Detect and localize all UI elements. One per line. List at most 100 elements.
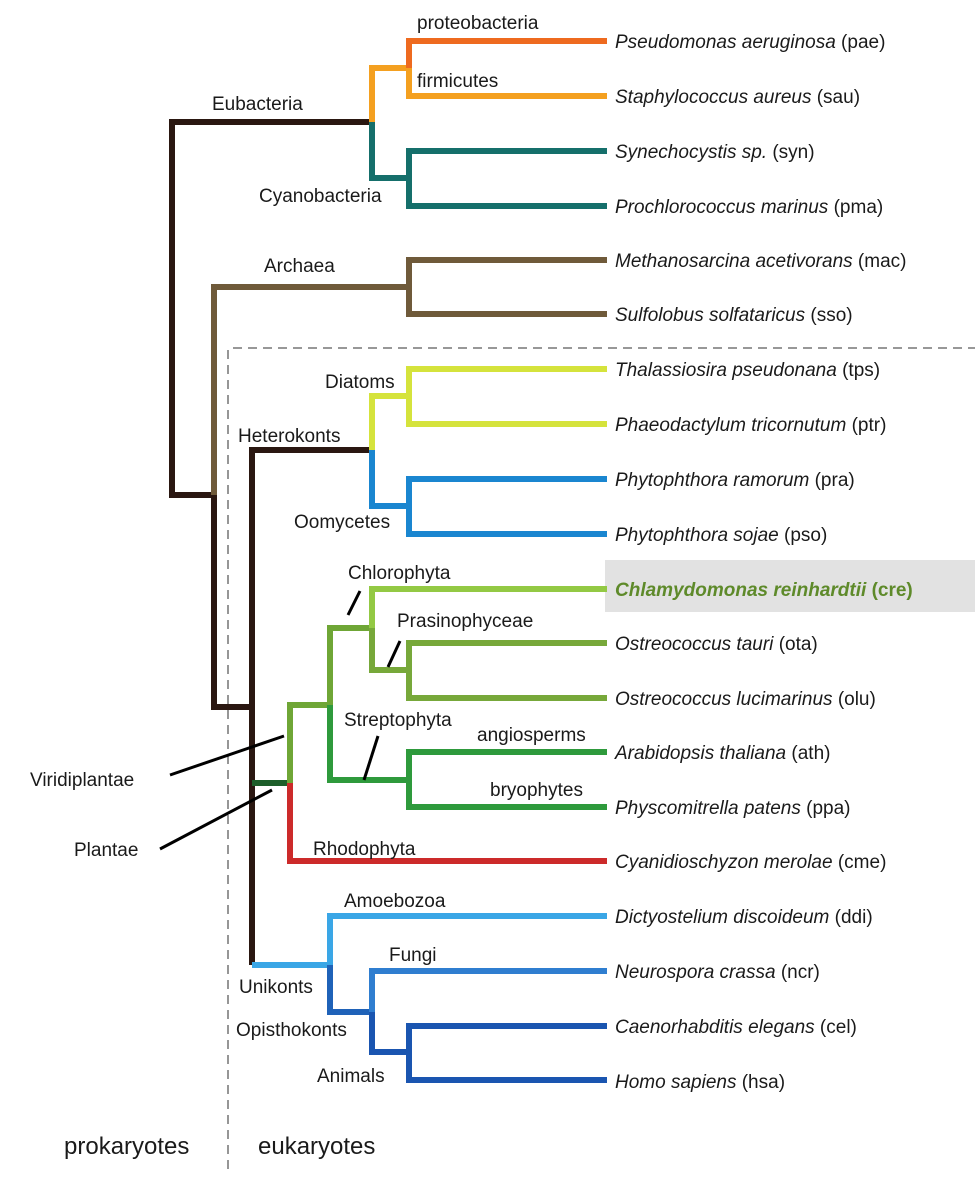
species-code: (syn) (772, 142, 814, 163)
leader-streptophyta (362, 735, 380, 781)
species-name: Caenorhabditis elegans (615, 1017, 815, 1038)
species-label: Ostreococcus lucimarinus (olu) (615, 689, 876, 710)
branch-root-eubacteria (169, 119, 372, 498)
species-name: Prochlorococcus marinus (615, 197, 829, 218)
species-name: Phytophthora ramorum (615, 470, 809, 491)
branch-diatoms-clade (406, 366, 607, 427)
species-label: Phytophthora sojae (pso) (615, 525, 827, 546)
species-label: Methanosarcina acetivorans (mac) (615, 251, 906, 272)
species-label: Phaeodactylum tricornutum (ptr) (615, 415, 886, 436)
branch-viridiplantae-node (327, 625, 372, 705)
species-label: Pseudomonas aeruginosa (pae) (615, 32, 885, 53)
branch-prasinophyceae-clade (406, 640, 607, 701)
species-label: Dictyostelium discoideum (ddi) (615, 907, 873, 928)
species-label: Sulfolobus solfataricus (sso) (615, 305, 853, 326)
branch-animals-clade (406, 1023, 607, 1083)
label-firmicutes: firmicutes (417, 71, 498, 92)
label-bryophytes: bryophytes (490, 780, 583, 801)
branch-streptophyta-stem (327, 705, 409, 783)
species-code: (cme) (838, 852, 887, 873)
branch-rhodophyta (287, 783, 607, 864)
species-code: (ncr) (781, 962, 820, 983)
species-name: Sulfolobus solfataricus (615, 305, 806, 326)
species-code: (ptr) (852, 415, 887, 436)
label-eubacteria: Eubacteria (212, 94, 303, 115)
label-chlorophyta: Chlorophyta (348, 563, 451, 584)
species-name: Chlamydomonas reinhardtii (615, 580, 867, 601)
species-label: Staphylococcus aureus (sau) (615, 87, 860, 108)
branch-animals-stem (369, 1012, 409, 1055)
species-label: Physcomitrella patens (ppa) (615, 798, 851, 819)
branch-root-archaea (211, 495, 252, 710)
species-name: Pseudomonas aeruginosa (615, 32, 836, 53)
species-label-highlighted: Chlamydomonas reinhardtii (cre) (615, 580, 913, 601)
label-amoebozoa: Amoebozoa (344, 891, 446, 912)
species-label: Thalassiosira pseudonana (tps) (615, 360, 880, 381)
species-labels: Pseudomonas aeruginosa (pae) Staphylococ… (614, 32, 913, 1093)
species-code: (mac) (858, 251, 907, 272)
separator-lines (227, 347, 975, 1172)
species-name: Cyanidioschyzon merolae (615, 852, 833, 873)
label-prokaryotes: prokaryotes (64, 1133, 189, 1160)
label-prasinophyceae: Prasinophyceae (397, 611, 533, 632)
branch-opisthokonts-stem (327, 965, 372, 1015)
label-proteobacteria: proteobacteria (417, 13, 539, 34)
species-name: Synechocystis sp. (615, 142, 767, 163)
branch-viridiplantae-stem (287, 702, 330, 783)
species-code: (sau) (817, 87, 860, 108)
species-name: Homo sapiens (615, 1072, 737, 1093)
species-label: Arabidopsis thaliana (ath) (614, 743, 830, 764)
species-code: (ddi) (835, 907, 873, 928)
species-name: Staphylococcus aureus (615, 87, 812, 108)
species-name: Ostreococcus tauri (615, 634, 774, 655)
species-name: Thalassiosira pseudonana (615, 360, 837, 381)
species-code: (ppa) (806, 798, 850, 819)
branch-proteo-firmicutes-stem (369, 65, 409, 122)
label-cyanobacteria: Cyanobacteria (259, 186, 382, 207)
species-name: Arabidopsis thaliana (614, 743, 786, 764)
branch-streptophyta-clade (406, 749, 607, 810)
branch-archaea-stem (211, 284, 409, 495)
branch-archaea-clade (406, 257, 607, 317)
label-animals: Animals (317, 1066, 385, 1087)
species-name: Ostreococcus lucimarinus (615, 689, 833, 710)
branch-eukaryote-stem (249, 447, 372, 965)
branch-diatoms-stem (369, 393, 409, 450)
branch-oomycetes-clade (406, 476, 607, 537)
label-angiosperms: angiosperms (477, 725, 586, 746)
label-archaea: Archaea (264, 256, 335, 277)
species-name: Neurospora crassa (615, 962, 776, 983)
leader-lines (159, 590, 402, 851)
species-label: Phytophthora ramorum (pra) (615, 470, 855, 491)
species-code: (sso) (810, 305, 852, 326)
species-name: Physcomitrella patens (615, 798, 801, 819)
branch-proteobacteria (406, 38, 607, 68)
branch-cyanobacteria (369, 122, 607, 209)
label-diatoms: Diatoms (325, 372, 395, 393)
species-code: (pra) (815, 470, 855, 491)
clade-labels: proteobacteria firmicutes Eubacteria Cya… (30, 13, 586, 1087)
branches (169, 38, 607, 1083)
species-name: Methanosarcina acetivorans (615, 251, 853, 272)
species-code: (tps) (842, 360, 880, 381)
species-code: (cel) (820, 1017, 857, 1038)
label-unikonts: Unikonts (239, 977, 313, 998)
branch-amoebozoa (327, 913, 607, 965)
label-viridiplantae: Viridiplantae (30, 770, 134, 791)
highlight-box-chlamydomonas (605, 560, 975, 612)
branch-prasinophyceae-stem (369, 628, 409, 673)
species-label: Caenorhabditis elegans (cel) (615, 1017, 857, 1038)
label-opisthokonts: Opisthokonts (236, 1020, 347, 1041)
species-code: (olu) (838, 689, 876, 710)
species-label: Homo sapiens (hsa) (615, 1072, 785, 1093)
species-label: Neurospora crassa (ncr) (615, 962, 820, 983)
species-code: (ota) (779, 634, 818, 655)
branch-firmicutes (406, 68, 607, 99)
label-fungi: Fungi (389, 945, 437, 966)
species-label: Ostreococcus tauri (ota) (615, 634, 818, 655)
species-name: Phytophthora sojae (615, 525, 779, 546)
species-code: (cre) (872, 580, 913, 601)
label-streptophyta: Streptophyta (344, 710, 452, 731)
label-rhodophyta: Rhodophyta (313, 839, 416, 860)
